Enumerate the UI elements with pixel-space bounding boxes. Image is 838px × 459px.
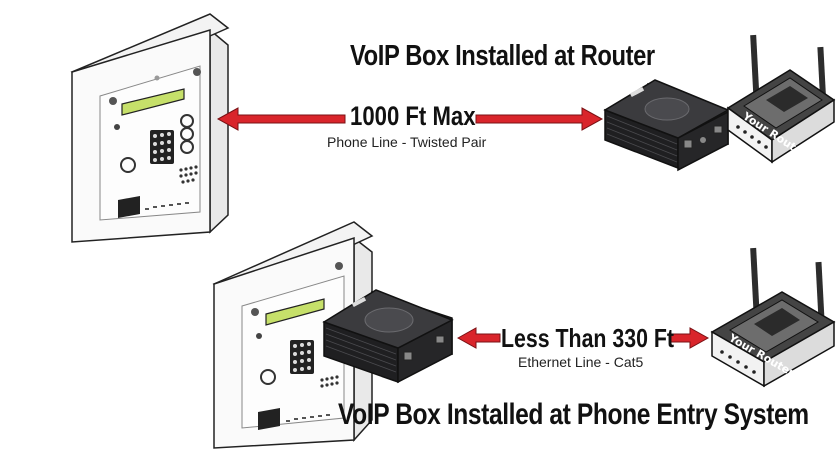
keypad-top	[150, 130, 174, 164]
entry-panel-top	[70, 13, 230, 243]
entry-panel-bottom	[212, 221, 374, 449]
keypad-bottom	[290, 340, 314, 374]
line-type-top: Phone Line - Twisted Pair	[327, 134, 487, 150]
router-bottom: Your Router	[710, 247, 836, 388]
router-top: Your Router	[726, 34, 836, 164]
voip-box-bottom	[322, 289, 454, 384]
distance-label-top: 1000 Ft Max	[350, 101, 476, 131]
distance-arrow-top	[216, 107, 604, 131]
distance-label-bottom: Less Than 330 Ft	[501, 323, 674, 353]
distance-arrow-bottom	[456, 327, 710, 349]
voip-box-top	[603, 79, 730, 172]
lcd-display-top	[121, 88, 185, 116]
title-bottom: VoIP Box Installed at Phone Entry System	[338, 398, 809, 431]
title-top: VoIP Box Installed at Router	[350, 40, 655, 72]
scroll-buttons-top	[180, 114, 194, 154]
lcd-display-bottom	[265, 298, 325, 326]
line-type-bottom: Ethernet Line - Cat5	[518, 354, 644, 370]
